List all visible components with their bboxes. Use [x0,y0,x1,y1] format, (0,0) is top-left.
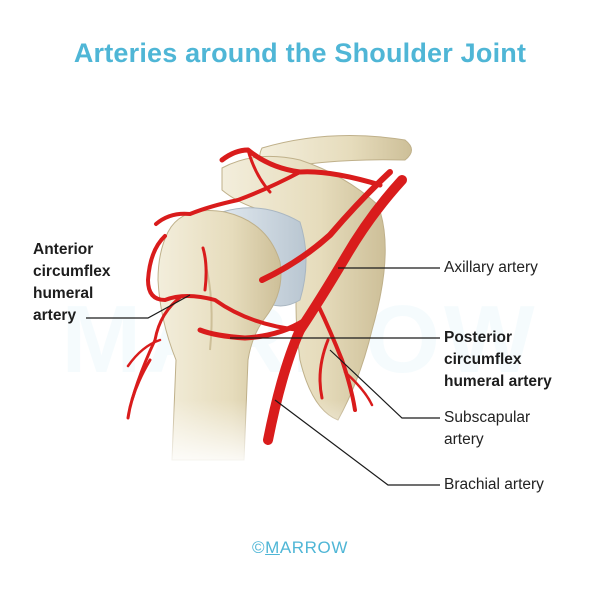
copyright-icon: © [251,538,266,557]
leader-anterior-circumflex [86,294,191,319]
anterior-circumflex-branch [201,246,208,292]
subscapular-branch [318,338,330,400]
label-subscapular: Subscapular artery [444,407,530,451]
label-line: artery [444,431,484,448]
upper-branch-1 [219,147,383,188]
anterior-circumflex-artery [146,234,302,332]
subscapular-artery [316,303,357,412]
leader-brachial [274,399,440,486]
upper-branch-3 [246,148,272,194]
marrow-logo: ©MARROW [0,538,600,558]
axillary-artery-upper [259,169,393,283]
subscapular-branch-2 [343,370,374,407]
label-line: circumflex [444,351,522,368]
label-line: Subscapular [444,409,531,426]
label-brachial: Brachial artery [444,476,544,493]
label-line: artery [33,307,77,324]
leader-subscapular [329,349,440,419]
label-line: Anterior [33,241,94,258]
logo-initial: M [265,538,280,557]
logo-rest: ARROW [279,538,349,557]
brachial-artery [263,325,305,445]
axillary-artery [295,175,407,335]
label-posterior-circumflex: Posterior circumflex humeral artery [444,327,552,393]
label-line: humeral artery [444,373,552,390]
label-line: humeral [33,285,94,302]
label-anterior-circumflex: Anterior circumflex humeral artery [33,239,111,327]
profunda-branch [126,358,152,420]
left-branch [126,338,162,368]
label-line: circumflex [33,263,111,280]
upper-branch-2 [154,170,302,226]
diagram-title: Arteries around the Shoulder Joint [73,38,527,68]
label-line: Posterior [444,329,513,346]
label-axillary: Axillary artery [444,259,538,276]
